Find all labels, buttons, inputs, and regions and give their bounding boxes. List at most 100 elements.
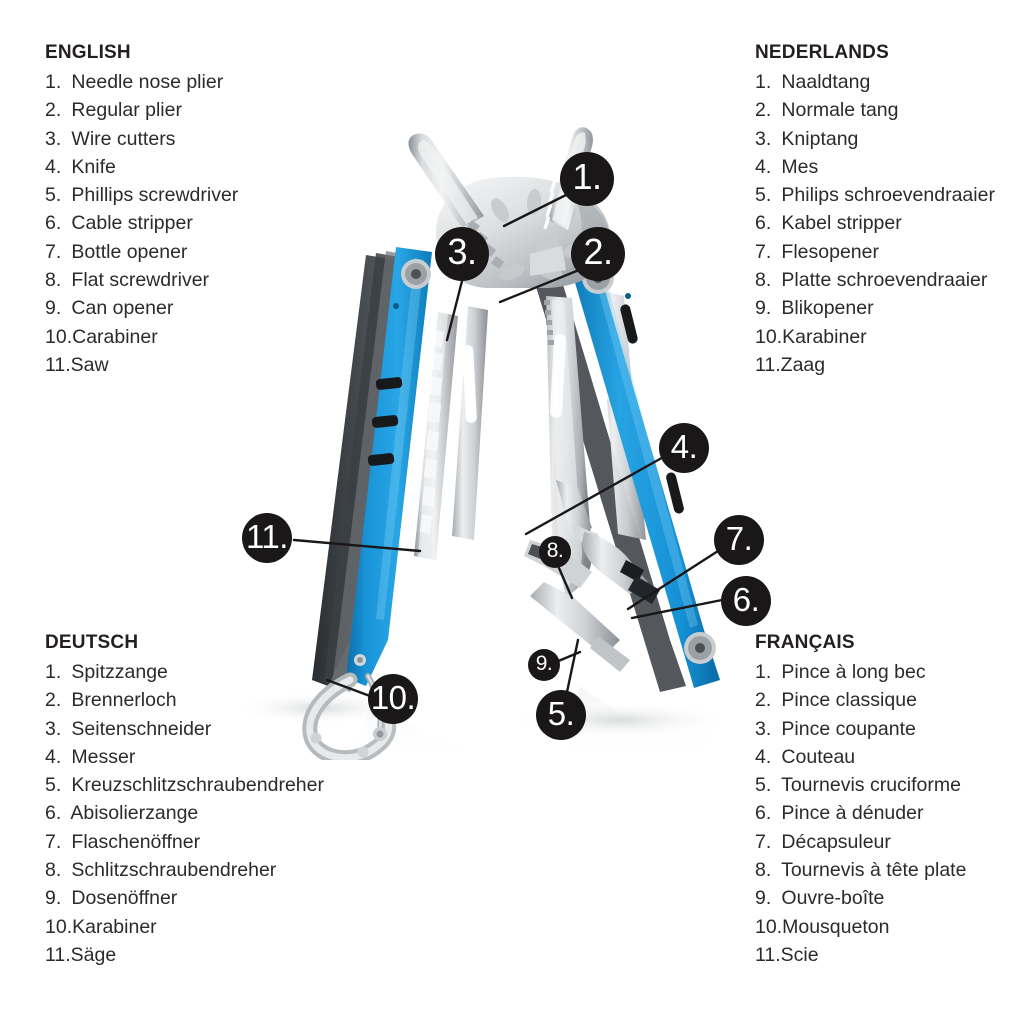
parts-list-item-number: 3. [755, 127, 772, 150]
parts-list-item-number: 11. [45, 353, 71, 376]
parts-list-item: 4. Messer [45, 743, 324, 771]
callout-marker-5[interactable]: 5. [536, 690, 586, 740]
parts-list-item-number: 9. [45, 887, 62, 910]
parts-list-item: 2. Brennerloch [45, 686, 324, 714]
parts-list-item-label: Zaag [780, 353, 826, 376]
parts-list-item-number: 1. [45, 661, 62, 683]
parts-list-item-label: Carabiner [72, 325, 158, 348]
parts-list-item-label: Kreuzschlitzschraubendreher [71, 774, 324, 797]
parts-list-item-number: 2. [45, 689, 62, 712]
parts-list-item: 9. Can opener [45, 294, 238, 322]
parts-list-item: 2. Normale tang [755, 96, 995, 124]
parts-list-item-number: 10. [45, 915, 73, 938]
callout-label-4: 4. [670, 427, 698, 465]
callout-marker-4[interactable]: 4. [659, 423, 709, 473]
parts-list-item: 8. Platte schroevendraaier [755, 266, 995, 294]
callout-marker-1[interactable]: 1. [560, 152, 614, 206]
parts-list-item-label: Pince coupante [781, 717, 916, 740]
parts-list-item: 9. Dosenöffner [45, 884, 324, 912]
parts-list-item: 1. Needle nose plier [45, 68, 238, 96]
callout-marker-9[interactable]: 9. [528, 649, 560, 681]
parts-list-item-number: 5. [755, 184, 772, 207]
callout-label-6: 6. [732, 580, 760, 618]
parts-list-item-number: 4. [755, 745, 772, 768]
callout-label-11: 11. [246, 517, 288, 555]
parts-list-item-number: 9. [755, 887, 772, 910]
parts-list-item-number: 10. [755, 915, 783, 938]
parts-list-item-label: Needle nose plier [71, 71, 224, 93]
parts-list-item: 3. Wire cutters [45, 125, 238, 153]
parts-list-item-number: 3. [755, 717, 772, 740]
parts-list-item-number: 2. [755, 689, 772, 712]
parts-list-item-number: 7. [45, 830, 62, 853]
parts-list-item: 3. Kniptang [755, 125, 995, 153]
language-heading-francais: FRANÇAIS [755, 632, 855, 653]
parts-list-item-number: 7. [45, 240, 62, 263]
parts-list-item-label: Pince classique [781, 689, 917, 712]
parts-list-item-label: Regular plier [71, 99, 182, 122]
parts-list-item: 5. Tournevis cruciforme [755, 771, 966, 799]
parts-list-item-label: Tournevis à tête plate [781, 859, 967, 882]
parts-list-item-number: 10. [755, 325, 783, 348]
callout-marker-2[interactable]: 2. [571, 227, 625, 281]
parts-list-item-number: 3. [45, 127, 62, 150]
parts-list-item-number: 8. [45, 269, 62, 292]
callout-marker-6[interactable]: 6. [721, 576, 771, 626]
parts-list-item-label: Can opener [71, 297, 174, 320]
callout-label-3: 3. [447, 231, 477, 272]
parts-list-item-label: Phillips screwdriver [71, 184, 239, 207]
language-heading-english: ENGLISH [45, 42, 131, 63]
parts-list-item: 4. Couteau [755, 743, 966, 771]
callout-label-5: 5. [547, 694, 575, 732]
parts-list-item: 10.Mousqueton [755, 913, 966, 941]
parts-list-item-number: 2. [45, 99, 62, 122]
callout-label-9: 9. [535, 651, 553, 675]
parts-list-item-number: 7. [755, 830, 772, 853]
parts-list-item-number: 9. [755, 297, 772, 320]
parts-list-item: 7. Bottle opener [45, 238, 238, 266]
parts-list-item: 5. Philips schroevendraaier [755, 181, 995, 209]
parts-list-item: 10.Carabiner [45, 323, 238, 351]
parts-list-item-number: 4. [45, 745, 62, 768]
parts-list-item: 6. Pince à dénuder [755, 799, 966, 827]
parts-list-item-label: Kniptang [781, 127, 859, 150]
parts-list-item: 6. Kabel stripper [755, 209, 995, 237]
parts-list-item-label: Normale tang [781, 99, 899, 122]
parts-list-item-label: Knife [71, 155, 116, 178]
parts-list-item: 11.Säge [45, 941, 324, 969]
callout-marker-8[interactable]: 8. [539, 536, 571, 568]
parts-list-item-number: 1. [45, 71, 62, 93]
parts-list-item: 3. Pince coupante [755, 715, 966, 743]
callout-label-7: 7. [725, 519, 753, 557]
parts-list-item: 1. Spitzzange [45, 658, 324, 686]
parts-list-item-label: Karabiner [782, 325, 867, 348]
parts-list-item-number: 8. [755, 269, 772, 292]
parts-list-item: 2. Regular plier [45, 96, 238, 124]
parts-list-item-label: Platte schroevendraaier [781, 269, 988, 292]
parts-list-item: 4. Mes [755, 153, 995, 181]
parts-list-item-label: Mes [781, 155, 819, 178]
parts-list-item: 9. Ouvre-boîte [755, 884, 966, 912]
parts-list-item-label: Naaldtang [781, 71, 871, 93]
parts-list-item-label: Kabel stripper [781, 212, 902, 235]
callout-marker-10[interactable]: 10. [368, 674, 418, 724]
parts-list-item-label: Flat screwdriver [71, 269, 210, 292]
callout-marker-11[interactable]: 11. [242, 513, 292, 563]
callout-label-10: 10. [370, 678, 416, 716]
parts-list-item: 7. Décapsuleur [755, 828, 966, 856]
parts-list-item-number: 1. [755, 71, 772, 93]
callout-marker-7[interactable]: 7. [714, 515, 764, 565]
parts-list-item-label: Seitenschneider [71, 717, 212, 740]
callout-marker-3[interactable]: 3. [435, 227, 489, 281]
parts-list-item-number: 5. [755, 774, 772, 797]
parts-list-item-label: Tournevis cruciforme [781, 774, 961, 797]
parts-list-item-label: Karabiner [72, 915, 157, 938]
parts-list-item-number: 11. [45, 943, 71, 966]
parts-list-item-label: Flaschenöffner [71, 830, 201, 853]
